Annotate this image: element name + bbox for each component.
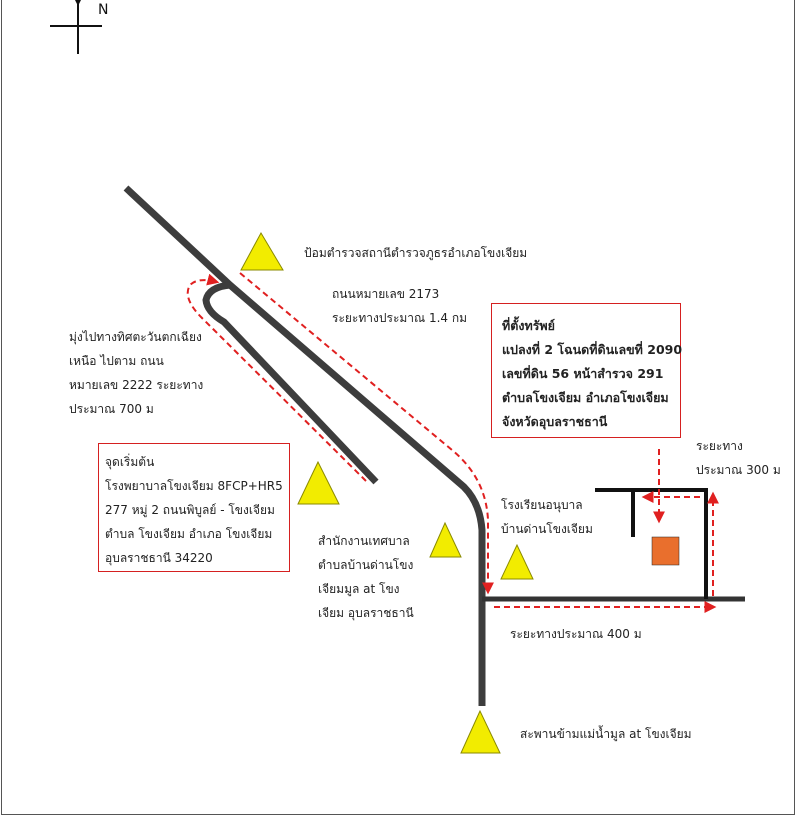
start-point-box: จุดเริ่มต้น โรงพยาบาลโขงเจียม 8FCP+HR5 2… — [98, 443, 290, 572]
road-2222 — [202, 281, 379, 485]
label-road-2222: มุ่งไปทางทิศตะวันตกเฉียง เหนือ ไปตาม ถนน… — [69, 330, 204, 416]
label-bridge: สะพานข้ามแม่น้ำมูล at โขงเจียม — [520, 727, 692, 741]
landmarks — [240, 231, 534, 754]
label-school: โรงเรียนอนุบาล บ้านด่านโขงเจียม — [501, 498, 593, 536]
bridge-landmark-icon — [460, 709, 501, 754]
police-landmark-icon — [240, 231, 284, 271]
start-box-title: จุดเริ่มต้น — [105, 455, 155, 469]
property-box: ที่ตั้งทรัพย์ แปลงที่ 2 โฉนดที่ดินเลขที่… — [491, 303, 683, 438]
school-landmark-icon — [500, 543, 534, 580]
north-label: N — [98, 2, 109, 18]
road-network — [123, 185, 745, 706]
label-distance-400: ระยะทางประมาณ 400 ม — [510, 627, 642, 641]
start-box-line: ตำบล โขงเจียม อำเภอ โขงเจียม — [105, 527, 273, 541]
label-municipality: สำนักงานเทศบาล ตำบลบ้านด่านโขง เจียมมูล … — [318, 534, 414, 620]
label-police: ป้อมตำรวจสถานีตำรวจภูธรอำเภอโขงเจียม — [304, 246, 528, 260]
label-distance-300: ระยะทาง ประมาณ 300 ม — [696, 439, 781, 477]
start-box-line: 277 หมู่ 2 ถนนพิบูลย์ - โขงเจียม — [105, 503, 275, 517]
route-path — [186, 272, 719, 613]
start-box-line: โรงพยาบาลโขงเจียม 8FCP+HR5 — [105, 479, 283, 493]
start-box-line: อุบลราชธานี 34220 — [105, 551, 213, 565]
property-box-title: ที่ตั้งทรัพย์ — [502, 318, 555, 333]
property-marker — [651, 536, 680, 566]
property-box-line: เลขที่ดิน 56 หน้าสำรวจ 291 — [502, 366, 664, 381]
route-2173 — [239, 272, 494, 595]
compass-icon — [50, 0, 102, 54]
hospital-landmark-icon — [297, 460, 340, 505]
label-road-2173: ถนนหมายเลข 2173 ระยะทางประมาณ 1.4 กม — [332, 287, 468, 325]
property-box-line: ตำบลโขงเจียม อำเภอโขงเจียม — [502, 390, 669, 405]
property-box-line: จังหวัดอุบลราชธานี — [502, 414, 608, 429]
route-2222 — [186, 273, 367, 482]
municipality-landmark-icon — [429, 521, 462, 558]
road-2173 — [123, 185, 486, 706]
property-box-line: แปลงที่ 2 โฉนดที่ดินเลขที่ 2090 — [502, 342, 683, 357]
